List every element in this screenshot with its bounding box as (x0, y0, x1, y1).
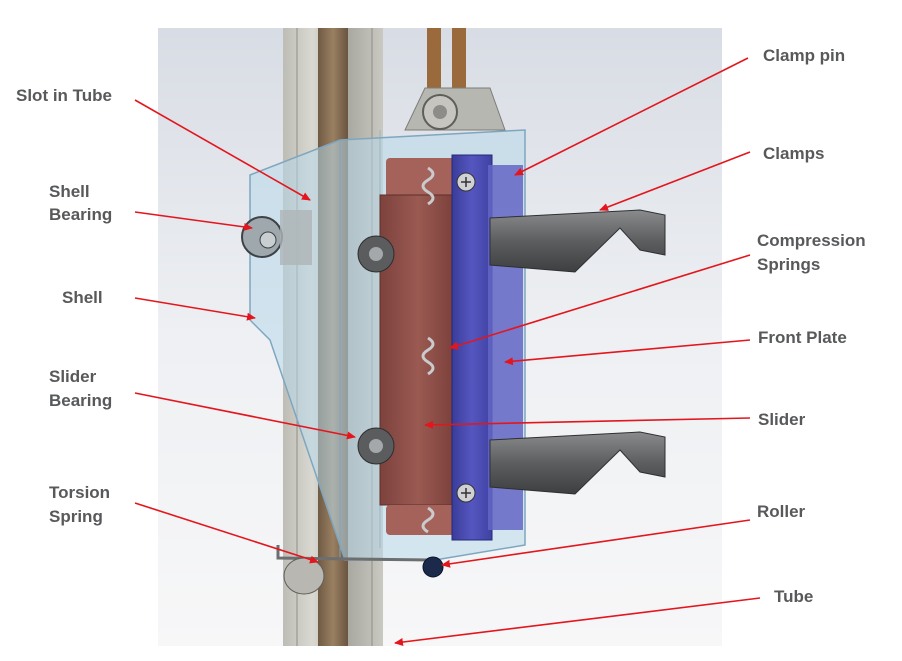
label-roller: Roller (757, 502, 806, 521)
roller (422, 556, 444, 578)
label-clamps: Clamps (763, 144, 825, 163)
leader-arrows (134, 57, 761, 646)
arrow-slider-bearing (134, 392, 356, 440)
label-compression-springs-line1: Compression (757, 231, 866, 250)
arrow-torsion-spring (134, 502, 319, 564)
arrow-front-plate (504, 339, 751, 366)
label-shell-bearing-line1: Shell (49, 182, 90, 201)
slider-body (357, 158, 457, 535)
label-front-plate: Front Plate (758, 328, 847, 347)
arrow-roller (441, 519, 751, 568)
arrow-compression-springs (449, 254, 751, 350)
clamp-pin-assembly (404, 28, 506, 131)
arrow-shell-bearing (134, 211, 253, 231)
label-shell: Shell (62, 288, 103, 307)
arrow-slider (424, 417, 751, 429)
label-slider-bearing-line1: Slider (49, 367, 97, 386)
arrow-tube (394, 597, 761, 646)
label-tube: Tube (774, 587, 814, 606)
label-shell-bearing-line2: Bearing (49, 205, 113, 224)
clamps (489, 209, 666, 495)
arrow-slot-in-tube (134, 99, 311, 201)
label-torsion-spring-line2: Spring (49, 507, 103, 526)
arrow-shell (134, 297, 256, 321)
label-torsion-spring-line1: Torsion (49, 483, 111, 502)
arrow-clamp-pin (514, 57, 749, 176)
label-compression-springs-line2: Springs (757, 255, 821, 274)
label-slot-in-tube: Slot in Tube (16, 86, 113, 105)
arrow-clamps (599, 151, 751, 211)
label-slider: Slider (758, 410, 806, 429)
compression-springs (421, 166, 435, 534)
label-clamp-pin: Clamp pin (763, 46, 846, 65)
label-slider-bearing-line2: Bearing (49, 391, 113, 410)
